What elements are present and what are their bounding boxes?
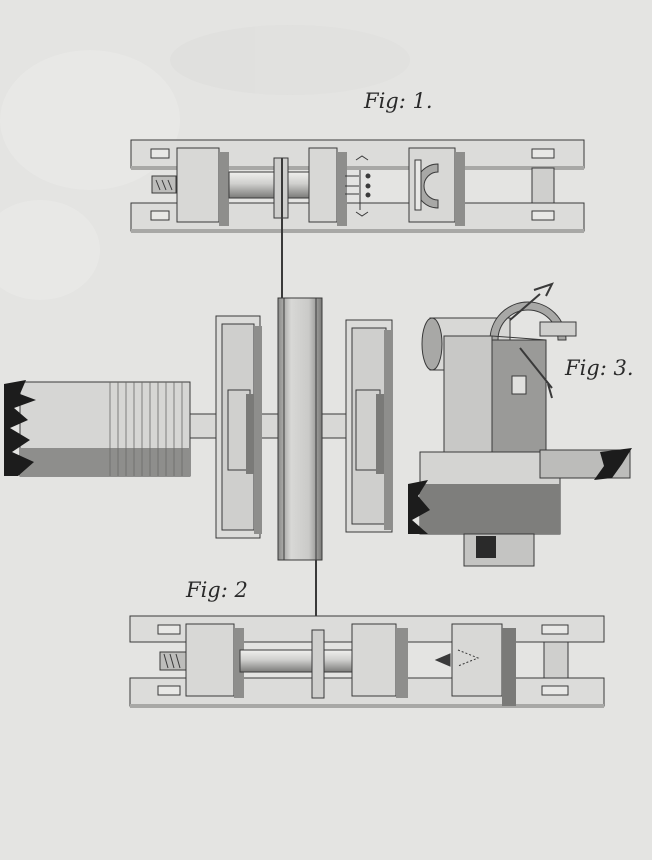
fig2-rail-slot bbox=[541, 685, 569, 696]
fig1-right-post bbox=[531, 167, 555, 204]
fig2-rail-slot bbox=[157, 624, 181, 635]
fig1-rail-slot bbox=[531, 210, 555, 221]
fig2-pointer bbox=[434, 653, 451, 667]
central-drawing bbox=[4, 297, 393, 561]
fig3-pawl bbox=[509, 282, 554, 399]
central-drum bbox=[277, 297, 323, 561]
fig2-left-block bbox=[185, 623, 235, 697]
fig2-right-post bbox=[543, 641, 569, 679]
fig1-mid-block bbox=[308, 147, 338, 223]
fig3-drawing bbox=[408, 282, 632, 567]
fig1-linkage bbox=[345, 155, 369, 217]
fig2-rail-slot bbox=[157, 685, 181, 696]
fig1-left-block bbox=[176, 147, 220, 223]
fig2-right-block bbox=[451, 623, 503, 697]
fig3-label: Fig: 3. bbox=[565, 356, 634, 380]
fig1-label: Fig: 1. bbox=[364, 89, 433, 113]
fig3-wheel bbox=[489, 301, 567, 341]
fig1-rail-slot bbox=[531, 148, 555, 159]
fig1-rail-slot bbox=[150, 148, 170, 159]
fig2-rail-slot bbox=[541, 624, 569, 635]
paper-stains bbox=[0, 25, 410, 300]
fig1-rail-slot bbox=[150, 210, 170, 221]
fig2-drawing bbox=[129, 615, 605, 708]
fig3-foot bbox=[463, 533, 535, 567]
left-timber-break bbox=[4, 380, 36, 476]
fig2-pulley bbox=[311, 629, 325, 699]
fig2-mid-block bbox=[351, 623, 397, 697]
fig1-drawing bbox=[130, 139, 585, 233]
fig2-label: Fig: 2 bbox=[186, 578, 248, 602]
